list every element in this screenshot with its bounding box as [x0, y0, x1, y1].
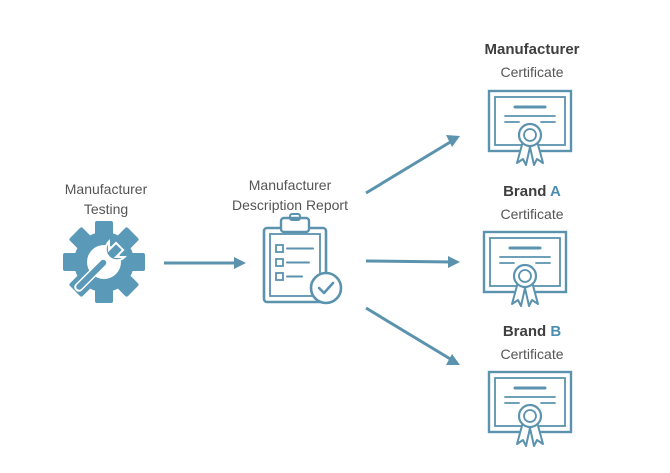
arrow-report-to-manufacturer [365, 135, 460, 195]
brand-a-certificate-label: Brand A Certificate [470, 181, 594, 224]
manufacturer-certificate-subtitle: Certificate [500, 64, 564, 80]
brand-a-certificate-subtitle: Certificate [500, 206, 564, 222]
description-report-line2: Description Report [232, 197, 348, 213]
manufacturer-certificate-icon [487, 89, 573, 167]
arrow-report-to-brand-b [365, 306, 460, 365]
description-report-line1: Manufacturer [248, 177, 332, 193]
manufacturer-certificate-title: Manufacturer [484, 41, 580, 58]
gear-wrench-icon [63, 221, 145, 303]
brand-b-title-accent: B [550, 323, 562, 340]
manufacturer-testing-label: Manufacturer Testing [46, 179, 166, 219]
manufacturer-testing-line1: Manufacturer [64, 181, 148, 197]
arrow-testing-to-report [164, 257, 246, 269]
brand-b-certificate-subtitle: Certificate [500, 346, 564, 362]
brand-b-certificate-icon [487, 370, 573, 448]
manufacturer-certificate-label: Manufacturer Certificate [470, 40, 594, 82]
description-report-label: Manufacturer Description Report [220, 175, 360, 215]
brand-b-certificate-label: Brand B Certificate [470, 321, 594, 364]
brand-a-title-accent: A [550, 183, 561, 200]
brand-b-title-prefix: Brand [502, 323, 551, 340]
manufacturer-testing-line2: Testing [83, 201, 129, 217]
arrow-report-to-brand-a [365, 256, 460, 268]
clipboard-check-icon [262, 213, 343, 305]
brand-a-certificate-icon [482, 230, 568, 308]
brand-a-title-prefix: Brand [503, 183, 551, 200]
